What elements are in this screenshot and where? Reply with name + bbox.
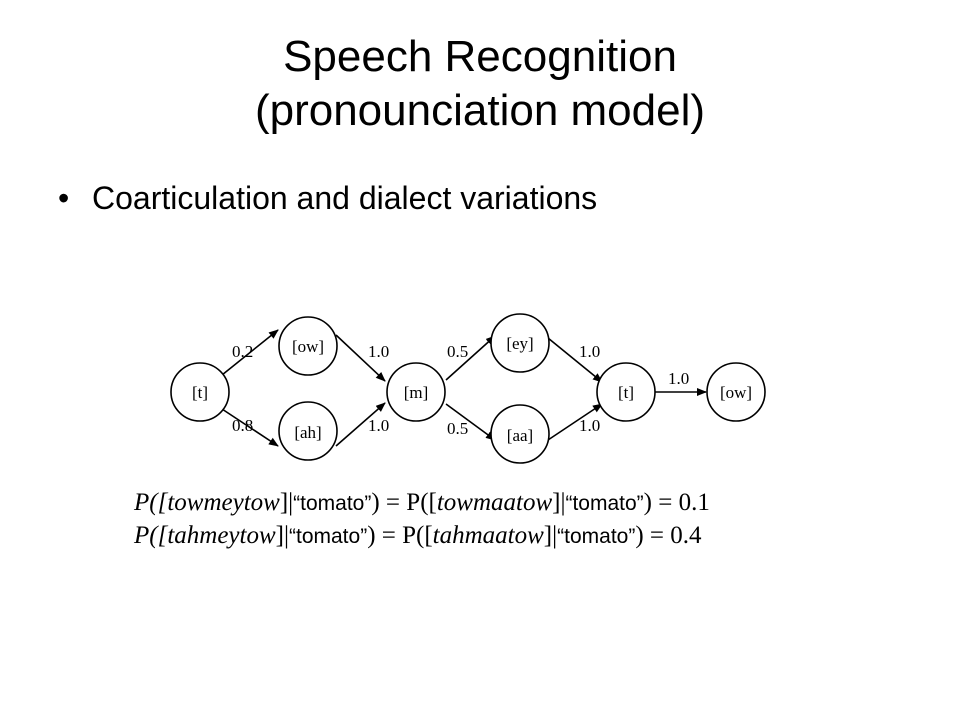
edge-aa-to-t xyxy=(547,403,603,441)
svg-text:[m]: [m] xyxy=(404,383,429,402)
node-t-start: [t] xyxy=(170,362,230,422)
equation-line-2: P([tahmeytow]|“tomato”) = P([tahmaatow]|… xyxy=(133,522,702,549)
edge-m-to-aa xyxy=(445,403,496,441)
edge-m-to-ey xyxy=(445,335,496,381)
svg-text:[ey]: [ey] xyxy=(506,334,533,353)
edge-label-ey-t: 1.0 xyxy=(579,342,600,361)
edge-label-t-ow-final: 1.0 xyxy=(668,369,689,388)
node-ey: [ey] xyxy=(490,313,550,373)
node-ow-final: [ow] xyxy=(706,362,766,422)
svg-text:[ow]: [ow] xyxy=(292,337,324,356)
node-ow: [ow] xyxy=(278,316,338,376)
bullet-item: • Coarticulation and dialect variations xyxy=(58,176,597,220)
edge-label-ow-m: 1.0 xyxy=(368,342,389,361)
edge-label-m-aa: 0.5 xyxy=(447,419,468,438)
equation-line-1: P([towmeytow]|“tomato”) = P([towmaatow]|… xyxy=(133,489,710,516)
node-aa: [aa] xyxy=(490,404,550,464)
title-line-2: (pronounciation model) xyxy=(254,86,706,135)
title-line-1: Speech Recognition xyxy=(283,32,677,81)
node-m: [m] xyxy=(386,362,446,422)
svg-text:[ah]: [ah] xyxy=(294,423,321,442)
edge-label-aa-t: 1.0 xyxy=(579,416,600,435)
edge-label-m-ey: 0.5 xyxy=(447,342,468,361)
svg-text:[t]: [t] xyxy=(192,383,208,402)
edge-t-to-ah xyxy=(221,408,279,447)
node-t-end: [t] xyxy=(596,362,656,422)
edge-ow-to-m xyxy=(335,334,386,382)
svg-text:[ow]: [ow] xyxy=(720,383,752,402)
edge-t-to-ow xyxy=(221,329,279,376)
node-ah: [ah] xyxy=(278,401,338,461)
edge-label-t-ah: 0.8 xyxy=(232,416,253,435)
bullet-dot: • xyxy=(58,180,70,216)
slide-title: Speech Recognition (pronounciation model… xyxy=(0,30,960,138)
svg-text:[aa]: [aa] xyxy=(507,426,533,445)
bullet-text: Coarticulation and dialect variations xyxy=(92,180,598,216)
svg-text:[t]: [t] xyxy=(618,383,634,402)
edge-ey-to-t xyxy=(547,337,603,383)
edge-ah-to-m xyxy=(335,402,386,447)
edge-label-ah-m: 1.0 xyxy=(368,416,389,435)
edge-label-t-ow: 0.2 xyxy=(232,342,253,361)
